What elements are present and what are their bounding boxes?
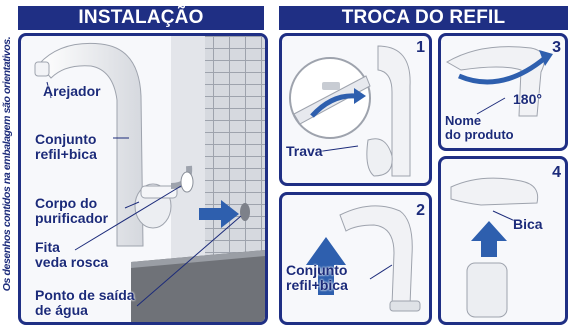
refill-header: TROCA DO REFIL (279, 6, 568, 30)
side-disclaimer: Os desenhos contidos na embalagem são or… (0, 0, 14, 328)
label-water-outlet: Ponto de saída de água (35, 287, 135, 318)
installation-panel: Arejador Conjunto refil+bica Corpo do pu… (18, 33, 268, 325)
label-lock: Trava (286, 143, 323, 159)
label-spout-set: Conjunto refil+bica (286, 262, 348, 293)
step-4-panel: 4 Bica (438, 156, 568, 325)
installation-header: INSTALAÇÃO (18, 6, 264, 30)
thread-tape (180, 171, 194, 193)
blue-arrow (199, 200, 239, 228)
step-2-illustration (306, 205, 421, 312)
label-aerator: Arejador (43, 83, 101, 99)
step-3-panel: 3 180° Nome do produto (438, 33, 568, 151)
step-2-panel: 2 Conjunto refil+bica (279, 192, 432, 325)
counter (131, 250, 265, 322)
label-purifier-body: Corpo do purificador (35, 195, 109, 226)
step-4-number: 4 (552, 164, 561, 181)
water-outlet (240, 203, 250, 221)
step-3-illustration (446, 46, 553, 117)
faucet-spout (38, 42, 144, 247)
refill-cartridge (466, 262, 508, 318)
step-1-panel: 1 Trava (279, 33, 432, 186)
label-product-name: Nome do produto (445, 113, 514, 142)
step-1-number: 1 (416, 39, 425, 56)
side-disclaimer-text: Os desenhos contidos na embalagem são or… (1, 36, 13, 292)
blue-arrow (310, 93, 357, 118)
label-spout: Conjunto refil+bica (35, 131, 97, 162)
label-thread-tape: Fita veda rosca (35, 239, 109, 270)
step-2-number: 2 (416, 202, 425, 219)
wall-tiles (205, 36, 265, 266)
rotate-arrow (458, 56, 547, 85)
step-1-illustration (289, 45, 411, 177)
step-4-illustration (450, 177, 539, 318)
step-3-number: 3 (552, 39, 561, 56)
rotation-angle: 180° (513, 91, 542, 107)
label-spout-bica: Bica (513, 216, 543, 232)
blue-arrow (471, 221, 507, 257)
blue-arrow (306, 237, 346, 295)
installation-illustration (34, 36, 265, 322)
